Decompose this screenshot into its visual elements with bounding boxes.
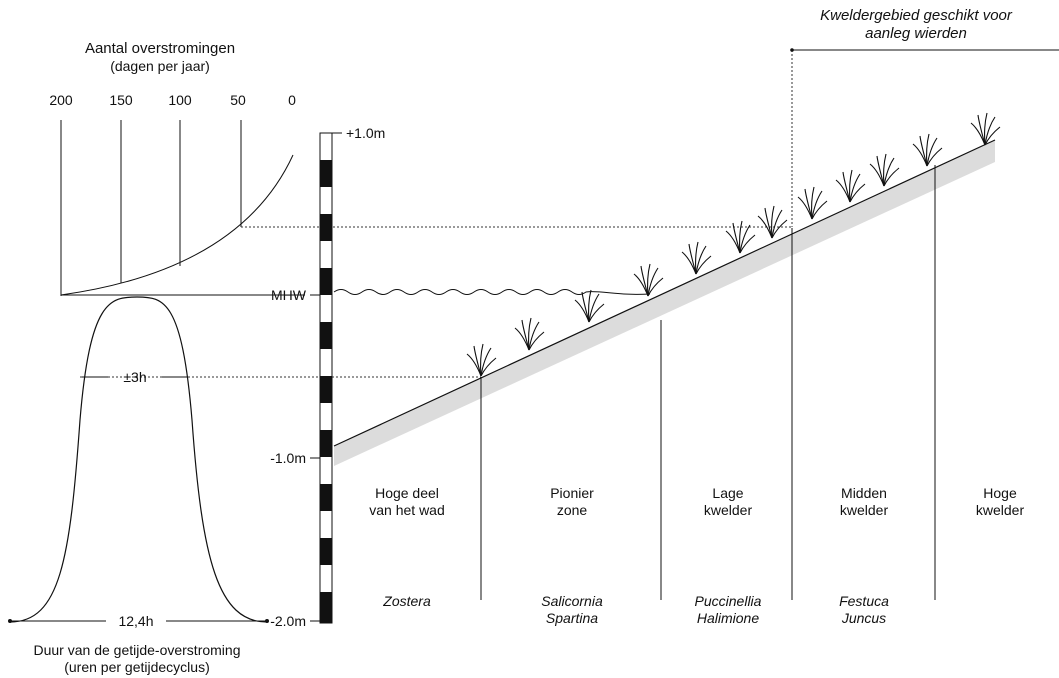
zone-1-species-line1: Zostera	[382, 593, 431, 609]
bell-curve	[9, 296, 268, 623]
top-chart-tick-150: 150	[109, 92, 133, 108]
zone-5-name-line1: Hoge	[983, 485, 1017, 501]
water-surface-wave	[333, 289, 651, 295]
plant-icon	[757, 205, 788, 239]
top-chart-tick-0: 0	[288, 92, 296, 108]
zone-5-name-line2: kwelder	[976, 502, 1025, 518]
zone-2-name-line1: Pionier	[550, 485, 594, 501]
callout-line2: aanleg wierden	[865, 25, 967, 42]
scale-label-minus2: -2.0m	[270, 613, 306, 629]
zone-3-species-line2: Halimione	[697, 610, 759, 626]
bottom-chart-title-line1: Duur van de getijde-overstroming	[34, 642, 241, 658]
callout-line1: Kweldergebied geschikt voor	[820, 7, 1013, 24]
zone-3-name-line1: Lage	[712, 485, 743, 501]
zone-2-species-line1: Salicornia	[541, 593, 603, 609]
bell-width-label: ±3h	[123, 369, 146, 385]
plant-icon	[797, 186, 828, 220]
scale-label-plus1: +1.0m	[346, 125, 385, 141]
top-chart-title-line1: Aantal overstromingen	[85, 40, 235, 57]
plant-icon	[681, 241, 712, 275]
zone-4-species-line2: Juncus	[841, 610, 886, 626]
plant-icon	[633, 263, 664, 297]
bell-base-label: 12,4h	[118, 613, 153, 629]
top-chart-tick-100: 100	[168, 92, 192, 108]
zone-4-name-line2: kwelder	[840, 502, 889, 518]
plant-icon	[970, 112, 1001, 146]
zone-1-name-line2: van het wad	[369, 502, 445, 518]
top-chart-title-line2: (dagen per jaar)	[110, 58, 210, 74]
zone-2-species-line2: Spartina	[546, 610, 598, 626]
scale-label-mhw: MHW	[271, 287, 307, 303]
top-chart-tick-50: 50	[230, 92, 246, 108]
scale-label-minus1: -1.0m	[270, 450, 306, 466]
bell-base-dot-right	[265, 619, 269, 623]
zone-4-species-line1: Festuca	[839, 593, 889, 609]
plant-icon	[912, 133, 943, 167]
bottom-chart-title-line2: (uren per getijdecyclus)	[64, 659, 210, 675]
plant-icon	[835, 169, 866, 203]
depth-scale-bar	[319, 132, 333, 624]
zone-3-species-line1: Puccinellia	[695, 593, 762, 609]
plant-icon	[514, 317, 545, 351]
top-chart-tick-200: 200	[49, 92, 73, 108]
zone-1-name-line1: Hoge deel	[375, 485, 439, 501]
callout-dot	[790, 48, 794, 52]
zone-4-name-line1: Midden	[841, 485, 887, 501]
slope-shading	[334, 140, 995, 466]
slope-line	[333, 139, 996, 447]
plant-icon	[869, 153, 900, 187]
zone-2-name-line2: zone	[557, 502, 588, 518]
top-chart-curve	[60, 154, 294, 296]
zone-3-name-line2: kwelder	[704, 502, 753, 518]
plant-icon	[466, 343, 497, 377]
plant-icon	[725, 220, 756, 254]
bell-base-dot-left	[8, 619, 12, 623]
